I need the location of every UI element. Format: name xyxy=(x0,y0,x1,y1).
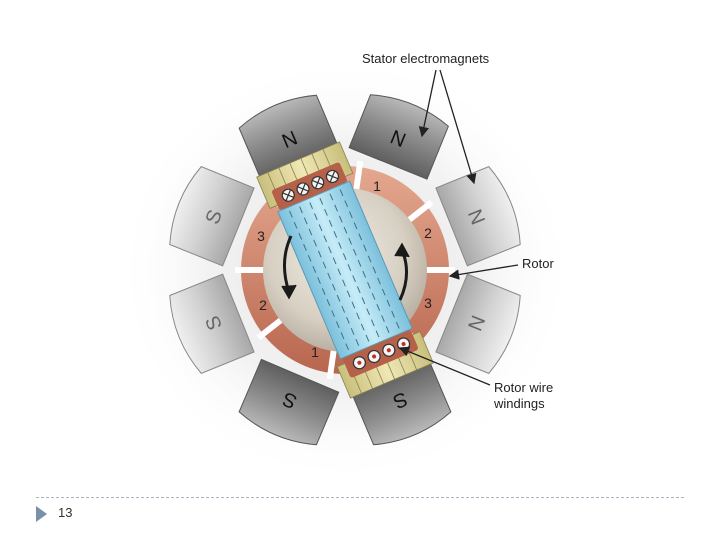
stator-pole-right-lower: N xyxy=(435,273,521,374)
stator-pole-bottom-right: S xyxy=(350,358,452,446)
stator-pole-top-left: N xyxy=(238,94,340,182)
rotor-wire-windings-label-line1: Rotor wire xyxy=(494,380,553,395)
current-into-page-markers xyxy=(281,169,340,202)
stator-pole-top-right: N xyxy=(348,94,449,180)
page-number: 13 xyxy=(58,505,73,520)
leader-lines xyxy=(398,69,519,386)
rotation-arrows xyxy=(281,235,410,301)
segment-number-right-lower: 3 xyxy=(424,295,432,311)
rotor-armature xyxy=(256,141,434,399)
stator-electromagnets-label: Stator electromagnets xyxy=(362,51,490,66)
segment-number-bottom-left: 1 xyxy=(311,344,319,360)
rotor-label: Rotor xyxy=(522,256,554,271)
segment-number-top-right: 1 xyxy=(373,178,381,194)
stator-pole-left-lower: S xyxy=(169,273,255,374)
stator-pole-bottom-left: S xyxy=(238,358,340,446)
segment-number-left-upper: 3 xyxy=(257,228,265,244)
stator-pole-left-upper: S xyxy=(169,166,255,267)
footer-bullet-icon xyxy=(36,506,47,522)
rotor-wire-windings-label-line2: windings xyxy=(493,396,545,411)
segment-number-left-lower: 2 xyxy=(259,297,267,313)
stator-pole-right-upper: N xyxy=(435,166,521,267)
segment-number-right-upper: 2 xyxy=(424,225,432,241)
current-out-of-page-markers xyxy=(352,337,411,370)
footer-divider xyxy=(36,497,684,498)
